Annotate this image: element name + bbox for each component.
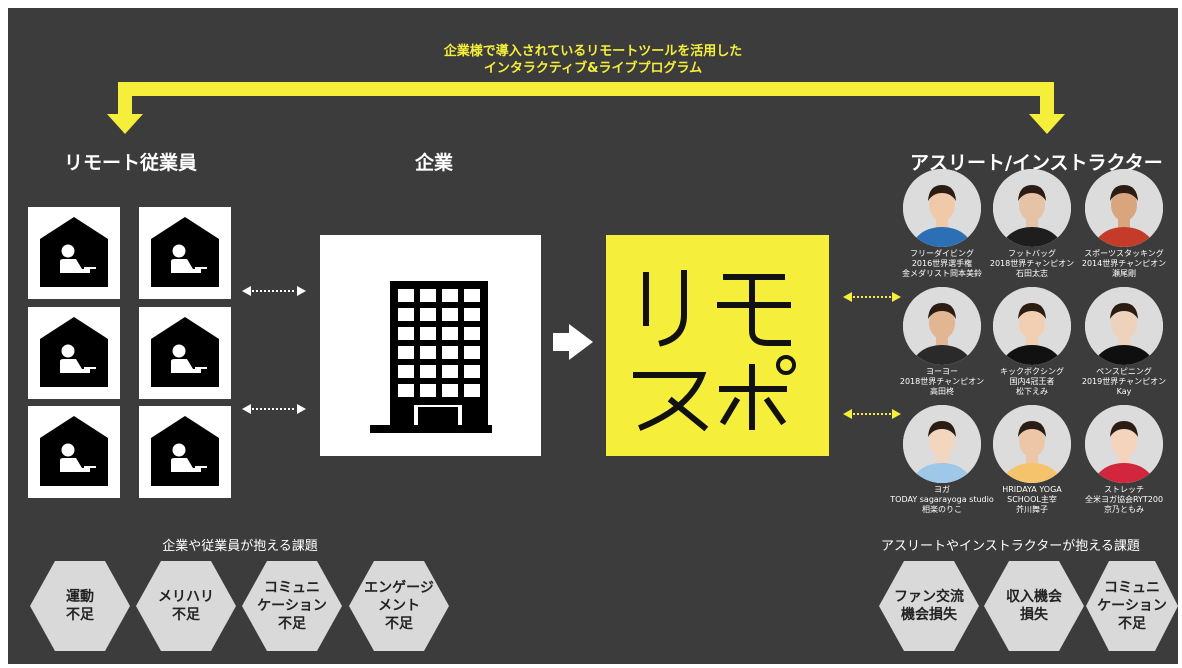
- header-line-2: インタラクティブ&ライブプログラム: [483, 61, 703, 76]
- athlete-photo: [903, 169, 981, 247]
- window: [442, 365, 458, 378]
- athlete-photo: [993, 287, 1071, 365]
- window: [442, 346, 458, 359]
- window: [420, 346, 436, 359]
- bracket-bar-left: [118, 82, 132, 116]
- window: [398, 289, 414, 302]
- window: [442, 289, 458, 302]
- title-company: 企業: [415, 152, 454, 174]
- issue-hexagon: コミュニ ケーション 不足: [1086, 561, 1178, 651]
- window: [464, 346, 480, 359]
- window: [464, 308, 480, 321]
- athlete-photo: [993, 169, 1071, 247]
- bracket-bar-right: [1040, 82, 1054, 116]
- company-card: [320, 235, 541, 456]
- window: [464, 327, 480, 340]
- employee-home-card: [28, 406, 120, 498]
- arrow-head-left: [107, 114, 143, 134]
- employee-home-card: [28, 207, 120, 299]
- arrow-head-right: [1029, 114, 1065, 134]
- issues-left-title: 企業や従業員が抱える課題: [162, 539, 318, 554]
- window: [464, 289, 480, 302]
- athlete-photo: [903, 287, 981, 365]
- athlete-caption: スポーツスタッキング 2014世界チャンピオン 瀬尾剛: [1081, 249, 1167, 278]
- window: [442, 327, 458, 340]
- window: [442, 384, 458, 397]
- flow-arrow: [553, 324, 593, 360]
- bracket-bar-top: [118, 82, 1054, 96]
- athlete-photo: [1085, 405, 1163, 483]
- issue-hexagon: メリハリ 不足: [136, 561, 236, 651]
- remote-worker-icon: [40, 317, 108, 387]
- athlete-caption: ヨガ TODAY sagarayoga studio 相楽のりこ: [890, 485, 994, 514]
- bracket-arrow: [107, 82, 1065, 134]
- athlete-caption: ヨーヨー 2018世界チャンピオン 高田柊: [899, 367, 985, 396]
- remote-worker-icon: [40, 217, 108, 287]
- connector-arrow-white: [242, 404, 306, 414]
- athlete-caption: フリーダイビング 2016世界選手権 金メダリスト岡本美鈴: [902, 249, 982, 278]
- athlete-photo: [1085, 287, 1163, 365]
- office-building-icon: [370, 281, 492, 433]
- remote-worker-icon: [151, 317, 219, 387]
- athlete-caption: キックボクシング 国内4冠王者 松下えみ: [1000, 367, 1064, 396]
- connector-arrow-white: [242, 286, 306, 296]
- window: [442, 308, 458, 321]
- athlete-grid: フリーダイビング 2016世界選手権 金メダリスト岡本美鈴フットバッグ 2018…: [8, 8, 1178, 664]
- employee-home-card: [28, 307, 120, 399]
- window: [420, 384, 436, 397]
- athlete-caption: ペンスピニング 2019世界チャンピオン Kay: [1081, 367, 1167, 396]
- window: [398, 384, 414, 397]
- window: [464, 365, 480, 378]
- employee-home-card: [139, 406, 231, 498]
- window: [420, 327, 436, 340]
- connector-arrow-yellow: [843, 409, 901, 419]
- diagram-canvas: 企業様で導入されているリモートツールを活用した インタラクティブ&ライブプログラ…: [8, 8, 1178, 664]
- remote-worker-icon: [151, 416, 219, 486]
- issue-hexagon: ファン交流 機会損失: [879, 561, 979, 651]
- window: [398, 346, 414, 359]
- athlete-photo: [1085, 169, 1163, 247]
- title-remote-employees: リモート従業員: [64, 152, 198, 174]
- athlete-caption: ストレッチ 全米ヨガ協会RYT200 京乃ともみ: [1084, 485, 1164, 514]
- athlete-photo: [903, 405, 981, 483]
- window: [398, 308, 414, 321]
- athlete-caption: フットバッグ 2018世界チャンピオン 石田太志: [989, 249, 1075, 278]
- connector-arrow-yellow: [843, 292, 901, 302]
- remote-worker-icon: [151, 217, 219, 287]
- athlete-caption: HRIDAYA YOGA SCHOOL主宰 芥川舞子: [1002, 485, 1062, 514]
- issues-right-title: アスリートやインストラクターが抱える課題: [881, 539, 1140, 554]
- rimospo-logo: [606, 235, 829, 456]
- window: [420, 289, 436, 302]
- employee-home-card: [139, 207, 231, 299]
- title-athletes: アスリート/インストラクター: [910, 152, 1163, 174]
- window: [398, 365, 414, 378]
- rimospo-logo-mark: [633, 270, 796, 432]
- window: [420, 308, 436, 321]
- athlete-photo: [993, 405, 1071, 483]
- employee-home-card: [139, 307, 231, 399]
- window: [464, 384, 480, 397]
- remote-worker-icon: [40, 416, 108, 486]
- window: [398, 327, 414, 340]
- header-line-1: 企業様で導入されているリモートツールを活用した: [443, 44, 743, 59]
- window: [420, 365, 436, 378]
